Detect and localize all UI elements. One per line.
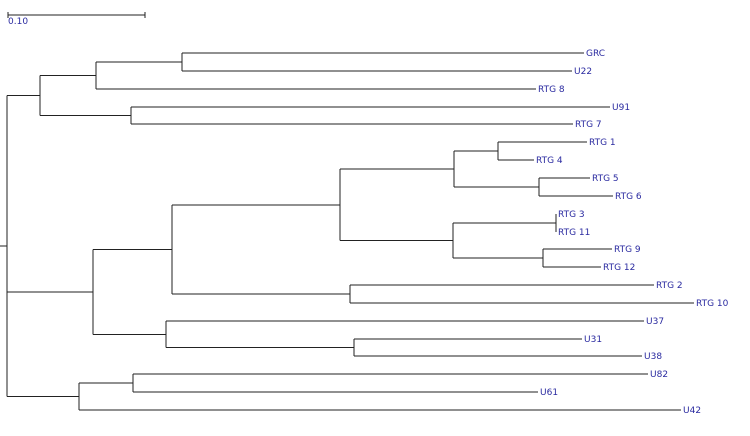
- scale-bar-label: 0.10: [8, 17, 29, 27]
- leaf-label-grc: GRC: [586, 49, 605, 59]
- leaf-label-u61: U61: [540, 388, 558, 398]
- leaf-label-rtg-10: RTG 10: [696, 299, 729, 309]
- leaf-label-u91: U91: [612, 103, 630, 113]
- leaf-label-rtg-1: RTG 1: [589, 138, 616, 148]
- leaf-label-u82: U82: [650, 370, 668, 380]
- leaf-label-u37: U37: [646, 317, 664, 327]
- leaf-label-rtg-12: RTG 12: [603, 263, 635, 273]
- leaf-label-u42: U42: [683, 406, 701, 416]
- leaf-label-rtg-8: RTG 8: [538, 85, 565, 95]
- leaf-label-rtg-3: RTG 3: [558, 210, 585, 220]
- leaf-label-rtg-7: RTG 7: [575, 120, 602, 130]
- leaf-label-rtg-2: RTG 2: [656, 281, 683, 291]
- leaf-label-u31: U31: [584, 335, 602, 345]
- leaf-label-rtg-5: RTG 5: [592, 174, 619, 184]
- leaf-label-rtg-9: RTG 9: [614, 245, 641, 255]
- tree-branches: [0, 52, 694, 411]
- leaf-label-rtg-6: RTG 6: [615, 192, 642, 202]
- leaf-label-u38: U38: [644, 352, 662, 362]
- leaf-label-rtg-11: RTG 11: [558, 228, 590, 238]
- leaf-label-rtg-4: RTG 4: [536, 156, 563, 166]
- leaf-label-u22: U22: [574, 67, 592, 77]
